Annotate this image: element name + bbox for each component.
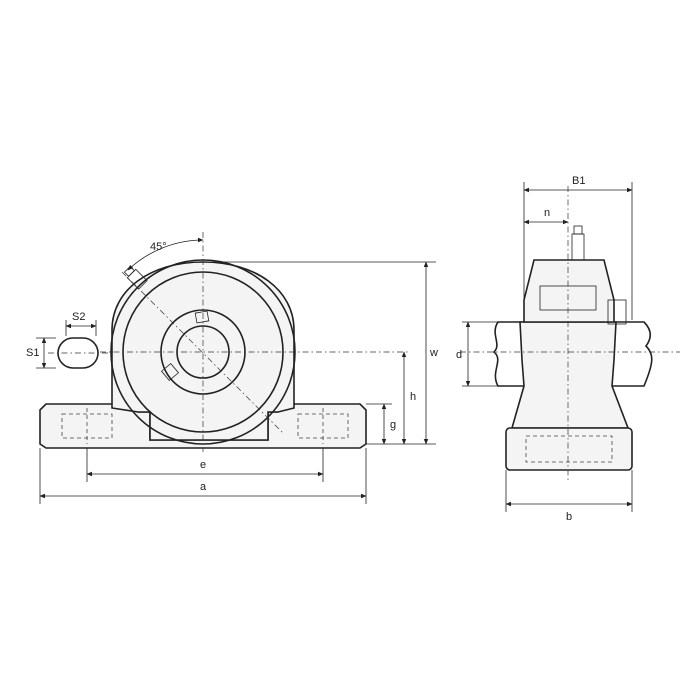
angle-label: 45° bbox=[150, 241, 167, 253]
side-base-slot bbox=[525, 435, 613, 463]
shaft bbox=[492, 321, 653, 387]
dim-label-s2: S2 bbox=[72, 311, 85, 323]
lock-collar-right bbox=[607, 299, 627, 325]
front-view: 45° S2 S1 e a g h w bbox=[26, 232, 438, 504]
dim-label-s1: S1 bbox=[26, 347, 39, 359]
set-screw-top bbox=[194, 310, 210, 324]
side-pedestal bbox=[510, 321, 630, 429]
dim-label-b1: B1 bbox=[572, 175, 585, 187]
dim-label-w: w bbox=[429, 347, 438, 359]
dim-label-e: e bbox=[200, 459, 206, 471]
dim-label-g: g bbox=[390, 419, 396, 431]
dim-label-h: h bbox=[410, 391, 416, 403]
dim-label-n: n bbox=[544, 207, 550, 219]
dim-label-a: a bbox=[200, 481, 207, 493]
side-base bbox=[505, 427, 633, 471]
side-grease-nipple bbox=[571, 233, 585, 261]
dim-label-b: b bbox=[566, 511, 572, 523]
insert-top bbox=[523, 259, 615, 323]
side-view: B1 n d b bbox=[456, 175, 680, 523]
set-screw-bottom bbox=[160, 362, 180, 382]
dim-label-d: d bbox=[456, 349, 462, 361]
